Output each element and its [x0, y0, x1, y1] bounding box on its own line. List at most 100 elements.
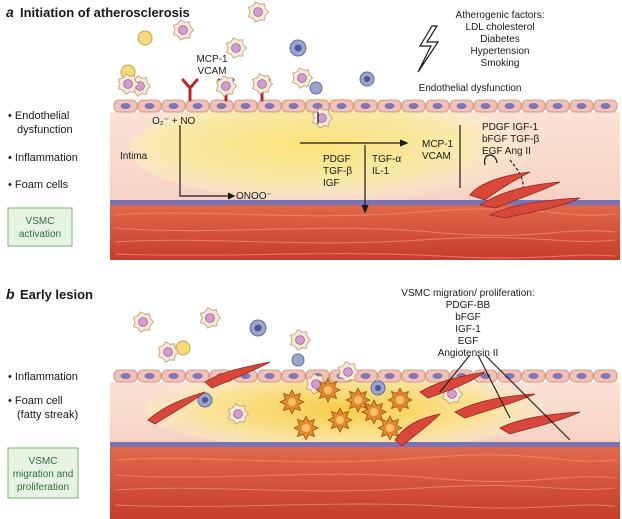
vsmc-activation-box [7, 207, 73, 247]
endothelial-cell [185, 99, 210, 113]
foam-cells [279, 377, 413, 441]
migration-title: VSMC migration/ proliferation: [401, 288, 534, 299]
media-b [110, 445, 620, 519]
migration-item-1: bFGF [455, 312, 481, 323]
cytokine-left-2: IGF [323, 178, 340, 189]
endothelial-cell [593, 369, 618, 383]
monocyte [290, 329, 312, 351]
endothelial-cell [113, 369, 138, 383]
endothelial-cell [137, 99, 162, 113]
panel-b-letter: b [6, 286, 15, 302]
endothelial-cell [209, 99, 234, 113]
endothelial-cell [521, 99, 546, 113]
bullet-a-3: • Foam cells [8, 179, 69, 191]
endothelial-cell [521, 369, 546, 383]
adhesion-label-2: VCAM [198, 66, 227, 77]
vsmc-migration-line-2: proliferation [17, 482, 69, 493]
arrows-b [439, 354, 571, 441]
endothelial-cell [545, 99, 570, 113]
mcp-vcam-0: MCP-1 [422, 139, 454, 150]
monocyte [118, 73, 140, 95]
endothelial-cell [425, 369, 450, 383]
vsmc-migration-box [7, 447, 79, 499]
bullet-a-0: • Endothelial [8, 110, 69, 122]
migration-item-3: EGF [458, 336, 479, 347]
vsmc-activation-line-1: activation [19, 229, 61, 240]
monocyte [226, 37, 248, 59]
monocyte [292, 67, 314, 89]
migration-item-2: IGF-1 [455, 324, 481, 335]
endothelial-cell [353, 99, 378, 113]
bullet-b-1: • Foam cell [8, 395, 63, 407]
cytokine-mid-1: IL-1 [372, 166, 390, 177]
foam-cell [293, 415, 319, 441]
adhesion-label-1: MCP-1 [196, 54, 228, 65]
endothelial-cell [353, 369, 378, 383]
bullet-a-2: • Inflammation [8, 152, 78, 164]
endothelial-cell [449, 99, 474, 113]
endothelial-cell [281, 369, 306, 383]
cytokine-mid-0: TGF-α [372, 154, 401, 165]
monocyte [216, 75, 238, 97]
vsmc-migration-line-0: VSMC [29, 456, 58, 467]
endothelial-cell [401, 369, 426, 383]
foam-cell [377, 415, 403, 441]
cytokine-left-1: TGF-β [323, 166, 352, 177]
endothelial-cell [497, 99, 522, 113]
endothelium-a [113, 99, 618, 113]
circulating-cells-b [175, 319, 386, 408]
panel-a-letter: a [6, 4, 14, 20]
foam-cell [315, 377, 341, 403]
foam-cell [279, 389, 305, 415]
migrating-vsmc-b [147, 361, 581, 447]
intima-label: Intima [120, 151, 148, 162]
atherogenic-item-1: Diabetes [480, 34, 519, 45]
endothelial-cell [257, 369, 282, 383]
monocyte [133, 311, 155, 333]
activated-vsmc-a [469, 171, 581, 219]
monocyte [248, 1, 270, 23]
endothelial-cell [233, 99, 258, 113]
vsmc-migration-line-1: migration and [13, 469, 74, 480]
endothelial-cell [281, 99, 306, 113]
endothelial-cell [161, 369, 186, 383]
endothelial-dysfunction-label: Endothelial dysfunction [419, 83, 522, 94]
endothelial-cell [425, 99, 450, 113]
endothelial-cell [569, 99, 594, 113]
panel-b-title: Early lesion [20, 287, 93, 302]
endothelial-cell [473, 99, 498, 113]
smooth-muscle-lines-b [114, 454, 616, 509]
onoo-label: ONOO⁻ [236, 191, 272, 202]
migration-item-4: Angiotensin II [438, 348, 499, 359]
endothelial-cell [185, 369, 210, 383]
panel-a [110, 1, 620, 260]
arrows-a [179, 112, 524, 214]
monocyte [228, 403, 250, 425]
bullet-b-2: (fatty streak) [17, 409, 78, 421]
endothelial-cell [401, 99, 426, 113]
endothelial-cell [377, 99, 402, 113]
lightning-icon [417, 25, 440, 73]
monocyte [200, 307, 222, 329]
endothelial-cell [161, 99, 186, 113]
atherogenic-item-0: LDL cholesterol [465, 22, 534, 33]
endothelial-cell [377, 369, 402, 383]
mcp-vcam-1: VCAM [422, 151, 451, 162]
atherogenic-item-3: Smoking [481, 58, 520, 69]
growth-factor-1: bFGF TGF-β [482, 134, 539, 145]
foam-cell [361, 399, 387, 425]
circulating-cells-a [120, 30, 375, 95]
growth-factor-0: PDGF IGF-1 [482, 122, 539, 133]
endothelium-b [113, 369, 618, 383]
foam-cell [387, 387, 413, 413]
endothelial-cell [113, 99, 138, 113]
smooth-muscle-lines-a [114, 208, 616, 259]
elastic-lamina-b [110, 442, 620, 447]
cytokine-left-0: PDGF [323, 154, 351, 165]
monocyte [173, 19, 195, 41]
o2-no-label: O₂⁻ + NO [152, 116, 196, 127]
endothelial-cell [329, 99, 354, 113]
bullet-b-0: • Inflammation [8, 371, 78, 383]
atherogenic-title: Atherogenic factors: [456, 10, 545, 21]
